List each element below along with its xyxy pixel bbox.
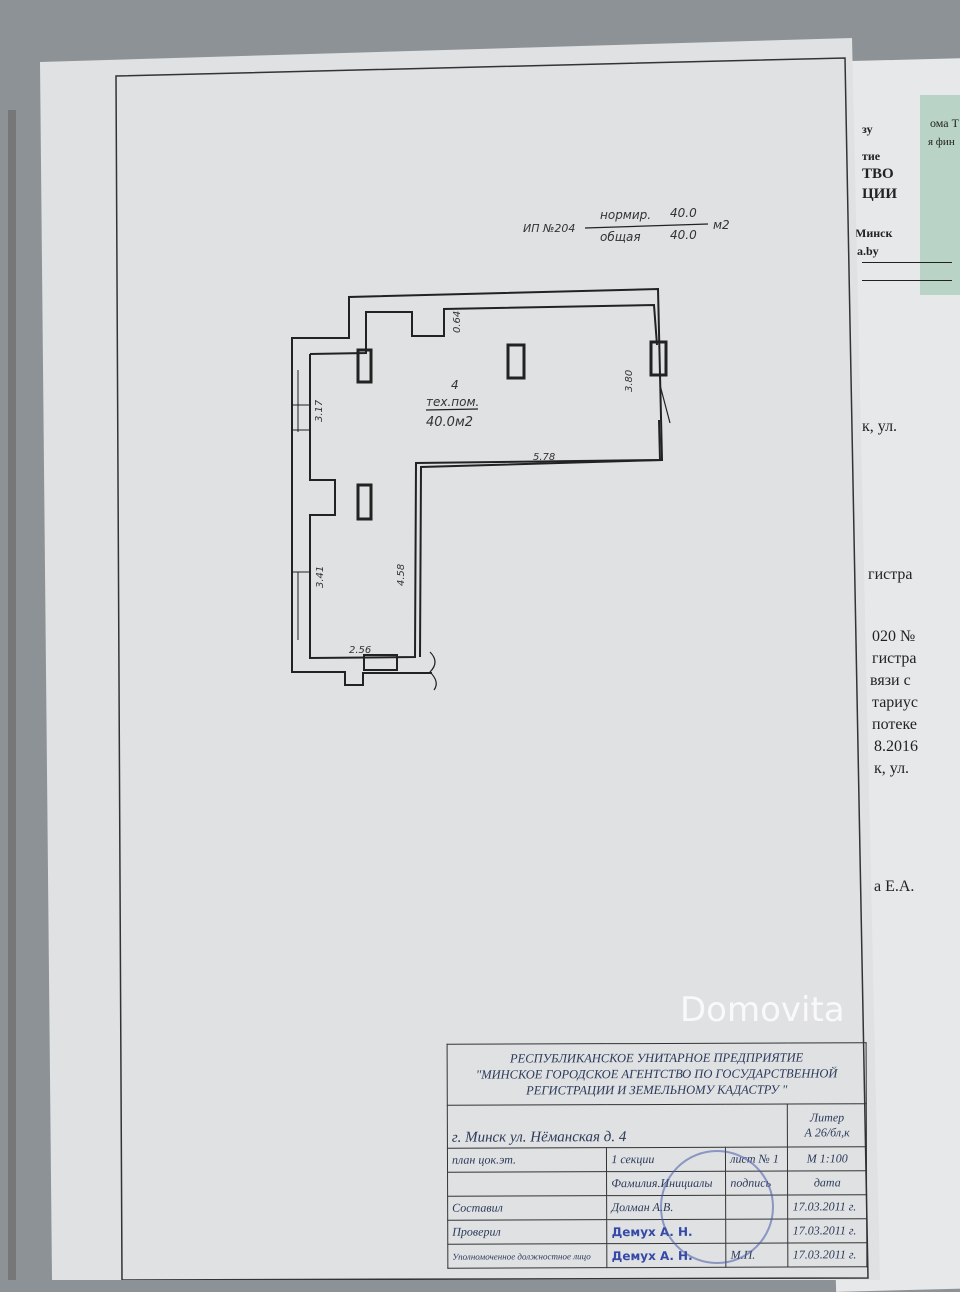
bg-fragment: Минск: [855, 226, 893, 240]
bg-fragment: тариус: [872, 694, 918, 711]
role: Уполномоченное должностное лицо: [447, 1243, 608, 1269]
org-line-1: РЕСПУБЛИКАНСКОЕ УНИТАРНОЕ ПРЕДПРИЯТИЕ: [510, 1050, 804, 1066]
role: Проверил: [447, 1219, 608, 1245]
room-label-line: [425, 408, 479, 411]
fraction-line: [584, 223, 709, 229]
room-name: тех.пом.: [426, 395, 479, 409]
role: Составил: [447, 1195, 608, 1221]
bg-fragment: 8.2016: [874, 738, 918, 755]
liter-value: А 26/бл,к: [804, 1125, 850, 1140]
dimension: 3.80: [624, 370, 635, 392]
area-unit: м2: [713, 218, 730, 232]
bg-line: [862, 280, 952, 281]
background-green-form: [920, 95, 960, 295]
table-row: Уполномоченное должностное лицо Демух А.…: [447, 1242, 867, 1269]
bg-fragment: к, ул.: [862, 418, 898, 435]
column: [356, 483, 373, 521]
norm-label: нормир.: [600, 208, 651, 222]
bg-fragment: 020 №: [872, 628, 916, 645]
bg-fragment: а Е.А.: [874, 878, 915, 895]
bg-fragment: тие: [862, 149, 881, 163]
bg-fragment: к, ул.: [874, 760, 910, 777]
dimension: 3.41: [315, 566, 326, 588]
inner-wall-top: [309, 303, 658, 355]
room-number: 4: [451, 378, 459, 392]
bg-fragment: ТВО: [862, 166, 894, 182]
bg-fragment: гистра: [872, 650, 917, 667]
door-swing: [659, 384, 671, 424]
liter-label: Литер: [809, 1110, 845, 1125]
column: [506, 343, 526, 380]
dimension: 0.64: [452, 311, 463, 333]
bg-fragment: зу: [862, 122, 873, 136]
official-stamp: [660, 1150, 774, 1264]
bg-fragment: я фин: [928, 136, 955, 148]
table-row: Составил Долман А.В. 17.03.2011 г.: [447, 1194, 867, 1221]
dimension: 4.58: [396, 564, 407, 586]
column: [649, 340, 668, 377]
ip-number: ИП №204: [523, 222, 575, 235]
floor-plan: [291, 223, 709, 691]
dimension: 2.56: [349, 645, 371, 656]
dimension: 3.17: [314, 399, 325, 422]
room-area: 40.0м2: [426, 415, 473, 430]
window: [363, 654, 398, 671]
scale: М 1:100: [787, 1146, 867, 1172]
total-value: 40.0: [670, 228, 697, 242]
paper: [40, 38, 880, 1280]
bg-fragment: гистра: [868, 566, 913, 583]
norm-value: 40.0: [670, 206, 697, 220]
col-date: дата: [787, 1170, 867, 1196]
outer-wall: [291, 287, 664, 658]
org-line-2: "МИНСКОЕ ГОРОДСКОЕ АГЕНТСТВО ПО ГОСУДАРС…: [475, 1066, 838, 1082]
inner-wall: [309, 354, 662, 660]
total-label: общая: [600, 230, 641, 244]
outer-wall-bottom: [291, 372, 432, 686]
bg-fragment: потеке: [872, 716, 917, 733]
org-line-3: РЕГИСТРАЦИИ И ЗЕМЕЛЬНОМУ КАДАСТРУ ": [526, 1082, 788, 1098]
drawing-frame: [115, 57, 869, 1280]
date: 17.03.2011 г.: [788, 1218, 867, 1244]
column: [356, 348, 373, 384]
bg-line: [862, 262, 952, 263]
watermark-logo: Domovita: [680, 990, 845, 1030]
date: 17.03.2011 г.: [788, 1242, 867, 1268]
address: г. Минск ул. Нёманская д. 4: [447, 1104, 788, 1149]
bg-fragment: a.by: [857, 244, 879, 258]
title-block: РЕСПУБЛИКАНСКОЕ УНИТАРНОЕ ПРЕДПРИЯТИЕ "М…: [447, 1042, 868, 1283]
bg-fragment: ЦИИ: [862, 186, 898, 202]
date: 17.03.2011 г.: [788, 1194, 867, 1220]
plan-label: план цок.эт.: [447, 1147, 607, 1173]
bg-fragment: ома Т: [930, 116, 959, 130]
table-row: Проверил Демух А. Н. 17.03.2011 г.: [447, 1218, 867, 1245]
dimension: 5.78: [533, 452, 555, 463]
bg-fragment: вязи с: [870, 672, 911, 689]
